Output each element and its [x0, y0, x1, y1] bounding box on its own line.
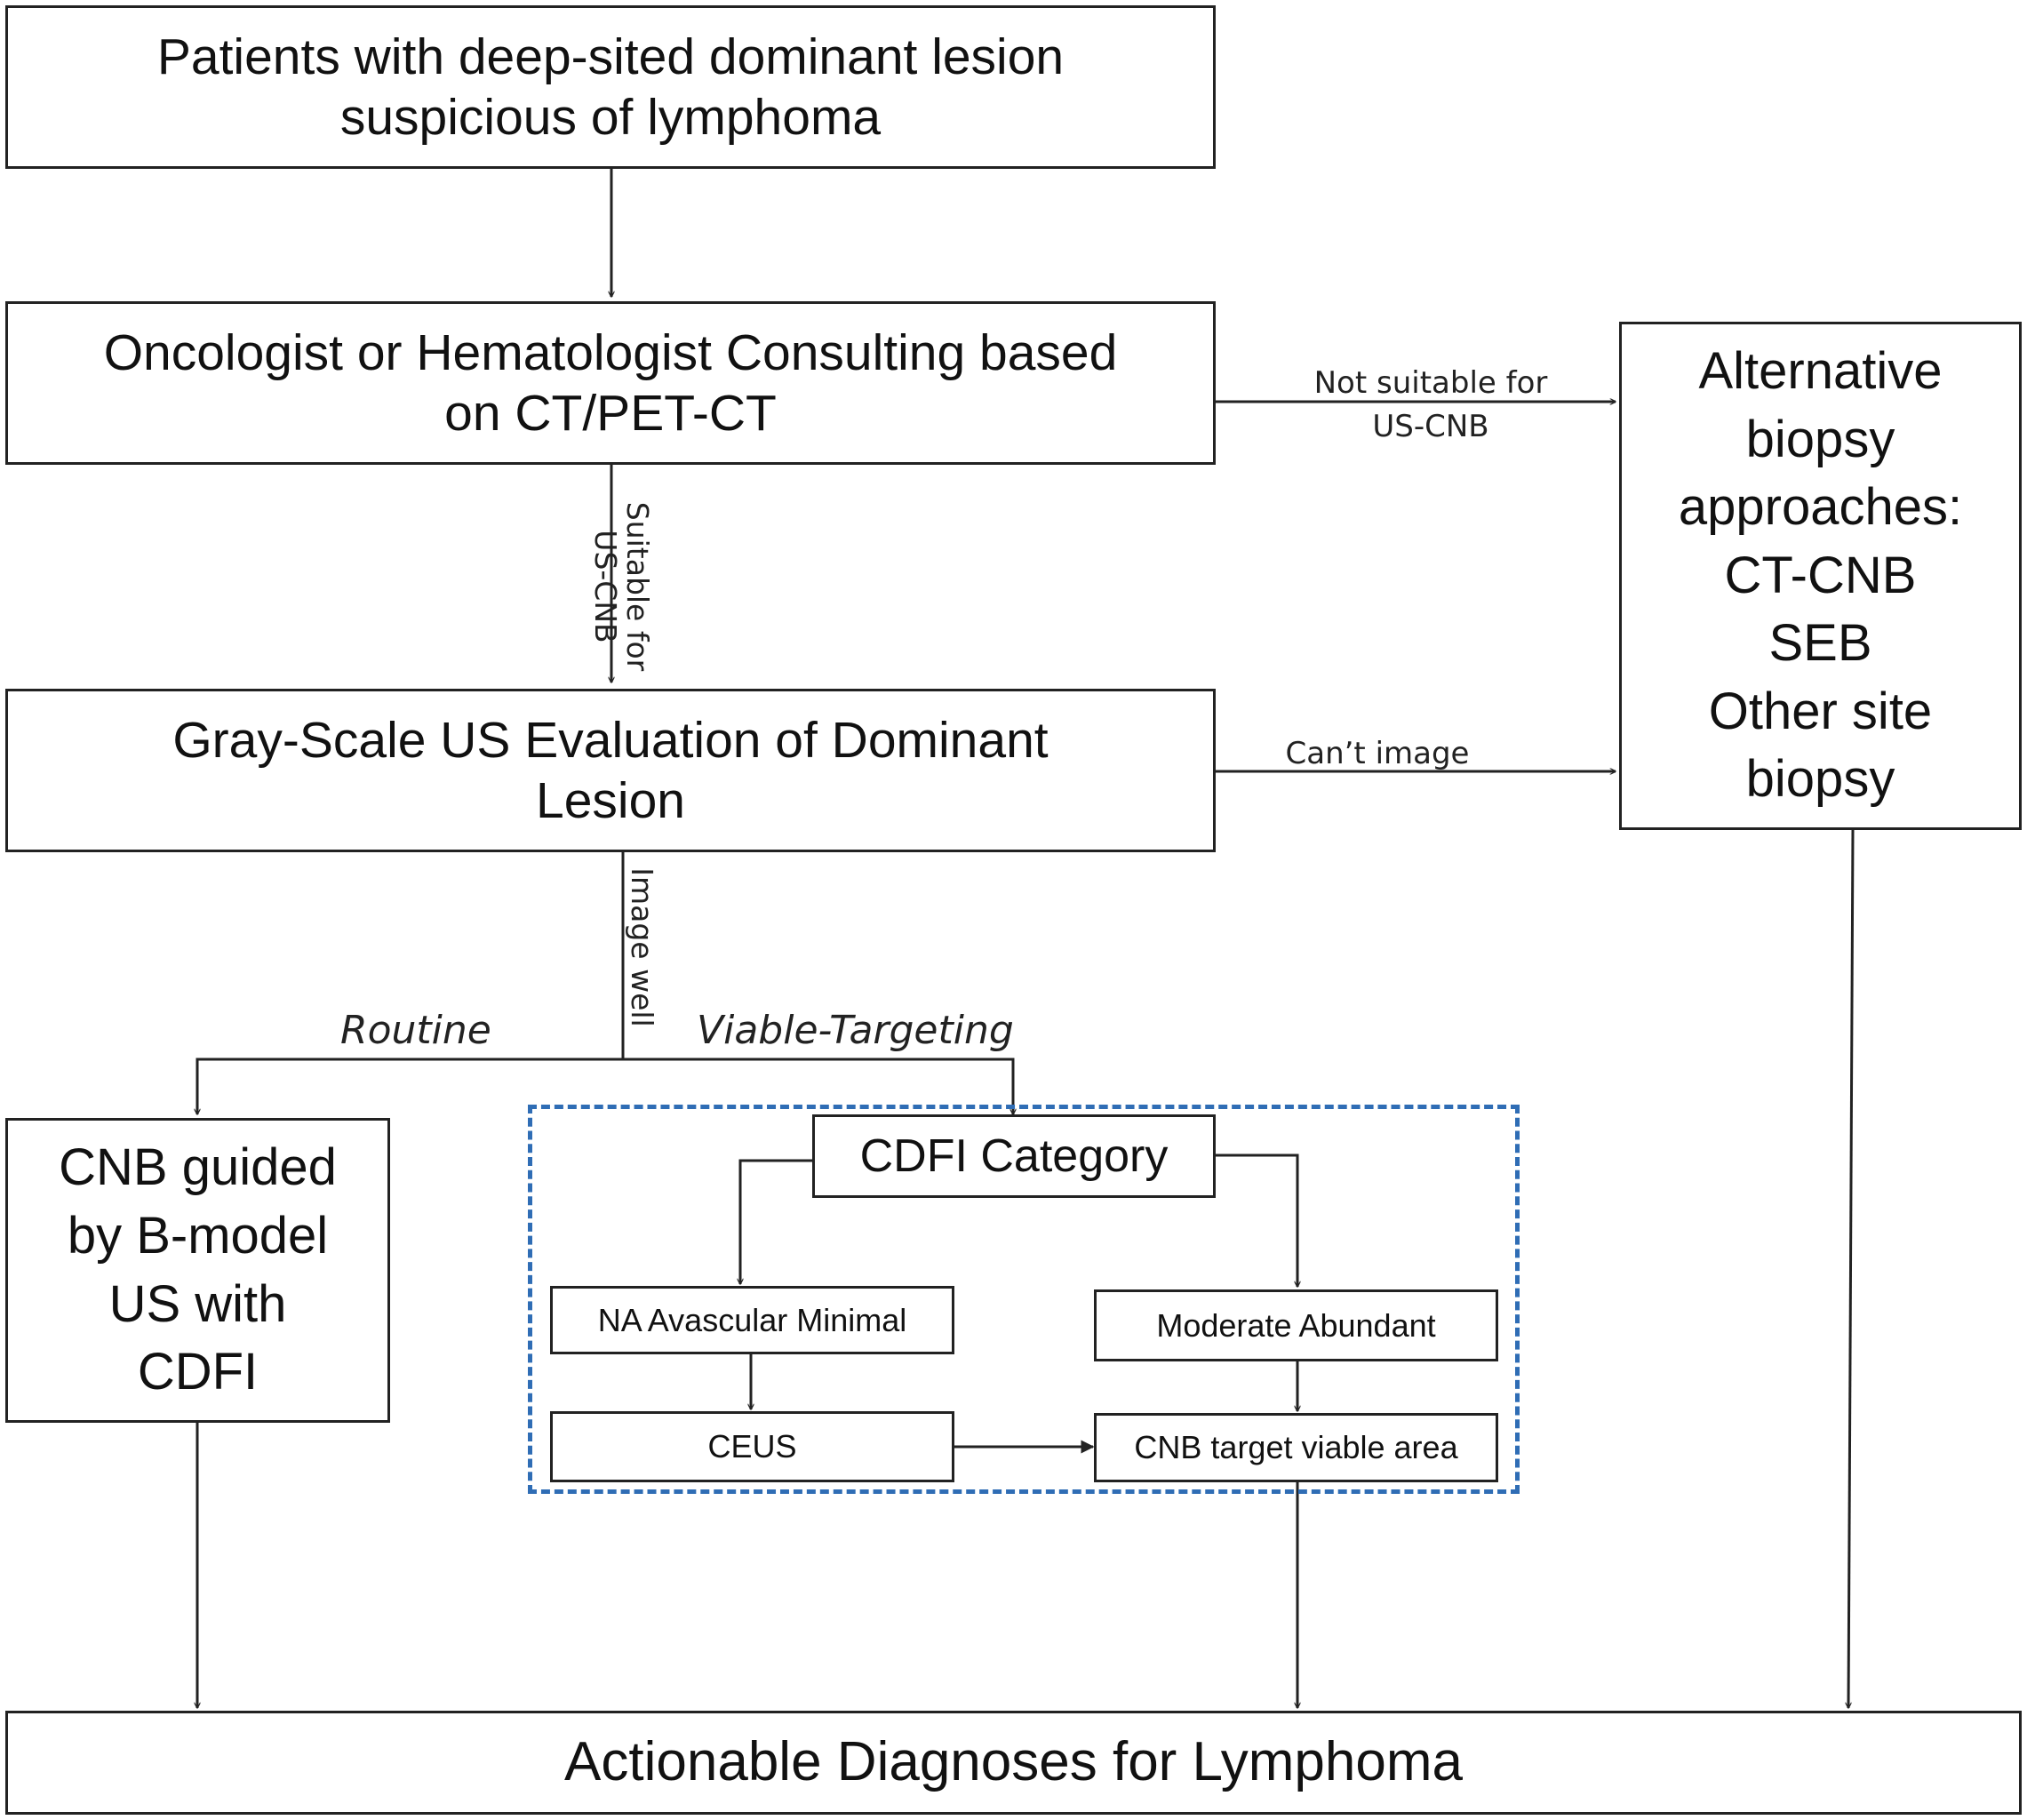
edge-cdfi-na — [740, 1159, 812, 1284]
viable-targeting-group — [528, 1105, 1520, 1494]
edge-viable — [623, 1058, 1013, 1114]
node-na-avascular: NA Avascular Minimal — [550, 1286, 954, 1354]
label-viable-targeting: Viable-Targeting — [697, 1008, 1014, 1053]
label-suitable: Suitable for US-CNB — [587, 501, 655, 672]
node-consult: Oncologist or Hematologist Consulting ba… — [5, 301, 1216, 465]
node-start: Patients with deep-sited dominant lesion… — [5, 5, 1216, 169]
node-cnb-target: CNB target viable area — [1094, 1413, 1498, 1482]
edge-cdfi-moderate — [1216, 1153, 1297, 1287]
edge-alternative-final — [1848, 829, 1855, 1708]
node-ceus: CEUS — [550, 1411, 954, 1482]
label-not-suitable: Not suitable for US-CNB — [1313, 365, 1548, 445]
label-cant-image: Can’t image — [1285, 736, 1470, 771]
label-routine: Routine — [340, 1008, 491, 1053]
label-image-well: Image well — [625, 867, 659, 1027]
node-alternative: Alternative biopsy approaches: CT-CNB SE… — [1619, 322, 2022, 830]
node-grayscale: Gray-Scale US Evaluation of Dominant Les… — [5, 689, 1216, 852]
node-final: Actionable Diagnoses for Lymphoma — [5, 1711, 2022, 1815]
node-moderate-abundant: Moderate Abundant — [1094, 1289, 1498, 1361]
edge-routine — [197, 1058, 623, 1114]
node-cnb-routine: CNB guided by B-model US with CDFI — [5, 1118, 390, 1423]
node-cdfi-category: CDFI Category — [812, 1114, 1216, 1198]
